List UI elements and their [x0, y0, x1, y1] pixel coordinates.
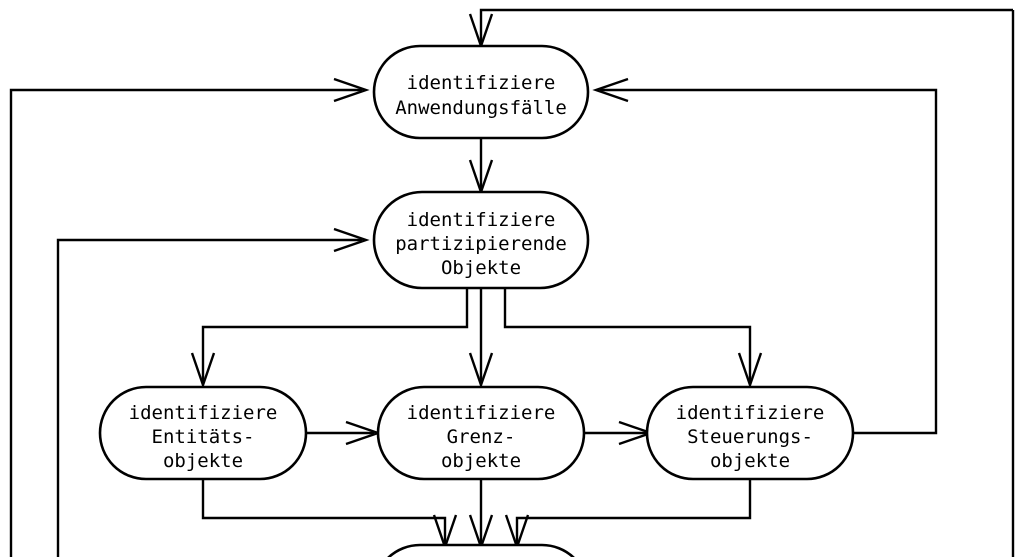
edge-layer — [9, 8, 1015, 557]
edge-outer-left-rail-1 — [9, 88, 362, 557]
edge-outer-left-rail-2 — [56, 238, 362, 557]
node-partizipierende-objekte-line3: Objekte — [441, 257, 521, 279]
node-entitaetsobjekte-line1: identifiziere — [129, 402, 278, 424]
node-anwendungsfaelle-line2: Anwendungsfälle — [395, 97, 567, 119]
arrowhead-outer-left-rail-1 — [333, 77, 370, 103]
node-entitaetsobjekte-line2: Entitäts- — [152, 426, 255, 448]
node-steuerungsobjekte-line3: objekte — [710, 450, 790, 472]
edge-partizipierende-to-entitaets — [201, 288, 469, 383]
node-layer: identifiziere Anwendungsfälle identifizi… — [98, 44, 855, 557]
node-anwendungsfaelle[interactable]: identifiziere Anwendungsfälle — [372, 44, 590, 140]
arrowhead-partizipierende-to-entitaets — [190, 352, 216, 389]
node-grenzobjekte[interactable]: identifiziere Grenz- objekte — [376, 385, 586, 481]
node-steuerungsobjekte-line2: Steuerungs- — [687, 426, 813, 448]
node-grenzobjekte-line3: objekte — [441, 450, 521, 472]
arrowhead-partizipierende-to-grenz — [468, 352, 494, 389]
edge-outer-feedback-top — [479, 8, 1013, 44]
arrowhead-steuerungs-feedback — [592, 77, 629, 103]
edge-partizipierende-to-steuerungs — [503, 288, 752, 383]
node-anwendungsfaelle-line1: identifiziere — [407, 72, 556, 94]
node-steuerungsobjekte-line1: identifiziere — [676, 402, 825, 424]
edge-entitaets-to-bottom — [201, 479, 447, 545]
arrowhead-outer-left-rail-2 — [333, 227, 370, 253]
node-bottom-partial[interactable] — [374, 543, 588, 557]
node-grenzobjekte-line1: identifiziere — [407, 402, 556, 424]
node-partizipierende-objekte-line2: partizipierende — [395, 233, 567, 255]
node-entitaetsobjekte-line3: objekte — [163, 450, 243, 472]
node-partizipierende-objekte[interactable]: identifiziere partizipierende Objekte — [372, 190, 590, 290]
arrowhead-partizipierende-to-steuerungs — [737, 352, 763, 389]
node-steuerungsobjekte[interactable]: identifiziere Steuerungs- objekte — [645, 385, 855, 481]
edge-steuerungs-feedback — [600, 88, 938, 435]
node-entitaetsobjekte[interactable]: identifiziere Entitäts- objekte — [98, 385, 308, 481]
node-grenzobjekte-line2: Grenz- — [447, 426, 516, 448]
edge-steuerungs-to-bottom — [515, 479, 752, 545]
node-partizipierende-objekte-line1: identifiziere — [407, 209, 556, 231]
